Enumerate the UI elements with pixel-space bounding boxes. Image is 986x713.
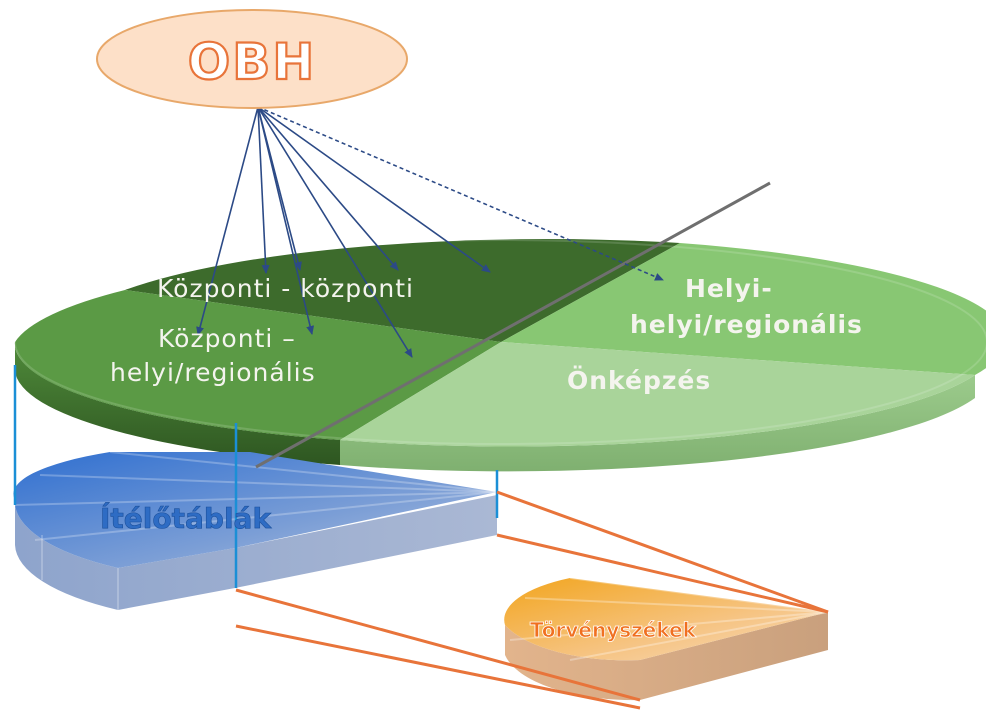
label-onkepzes: Önképzés bbox=[567, 365, 711, 395]
label-kozponti-helyi-1: Központi – bbox=[158, 324, 296, 353]
obh-oval bbox=[96, 9, 408, 109]
arrow-5 bbox=[257, 106, 399, 271]
arrow-2 bbox=[257, 106, 270, 274]
arrow-1 bbox=[196, 106, 259, 336]
arrow-6 bbox=[257, 106, 413, 358]
segment-kozponti-kozponti bbox=[125, 239, 680, 342]
torvenyszekek-top bbox=[504, 578, 828, 661]
label-helyi-2: helyi/regionális bbox=[630, 310, 863, 339]
torvenyszekek-pie bbox=[504, 577, 829, 701]
arrow-8 bbox=[257, 106, 664, 281]
torvenyszekek-side bbox=[505, 612, 828, 701]
orange-connectors bbox=[235, 490, 829, 710]
segment-onkepzes bbox=[340, 342, 975, 447]
obh-label: OBH bbox=[188, 33, 316, 91]
main-pie bbox=[14, 239, 986, 472]
label-itelotablak: Ítélőtáblák bbox=[100, 501, 272, 535]
main-pie-rim-right bbox=[340, 375, 975, 472]
itelotablak-side bbox=[14, 495, 498, 610]
obh-arrows bbox=[196, 106, 664, 358]
main-pie-rim-left bbox=[14, 342, 341, 465]
label-kozponti-helyi-2: helyi/regionális bbox=[110, 358, 316, 387]
label-torvenyszekek: Törvényszékek bbox=[530, 618, 697, 642]
segment-kozponti-helyi bbox=[14, 290, 502, 440]
arrow-7 bbox=[257, 106, 491, 273]
segment-helyi-helyi bbox=[501, 243, 986, 375]
blue-connectors bbox=[13, 365, 499, 588]
obh-node: OBH bbox=[96, 9, 408, 109]
divider-line bbox=[255, 181, 771, 469]
label-kozponti-kozponti: Központi - központi bbox=[157, 274, 414, 303]
arrow-4 bbox=[257, 106, 315, 335]
itelotablak-pie bbox=[13, 451, 498, 610]
itelotablak-top bbox=[13, 452, 497, 568]
label-helyi-1: Helyi- bbox=[685, 274, 773, 303]
